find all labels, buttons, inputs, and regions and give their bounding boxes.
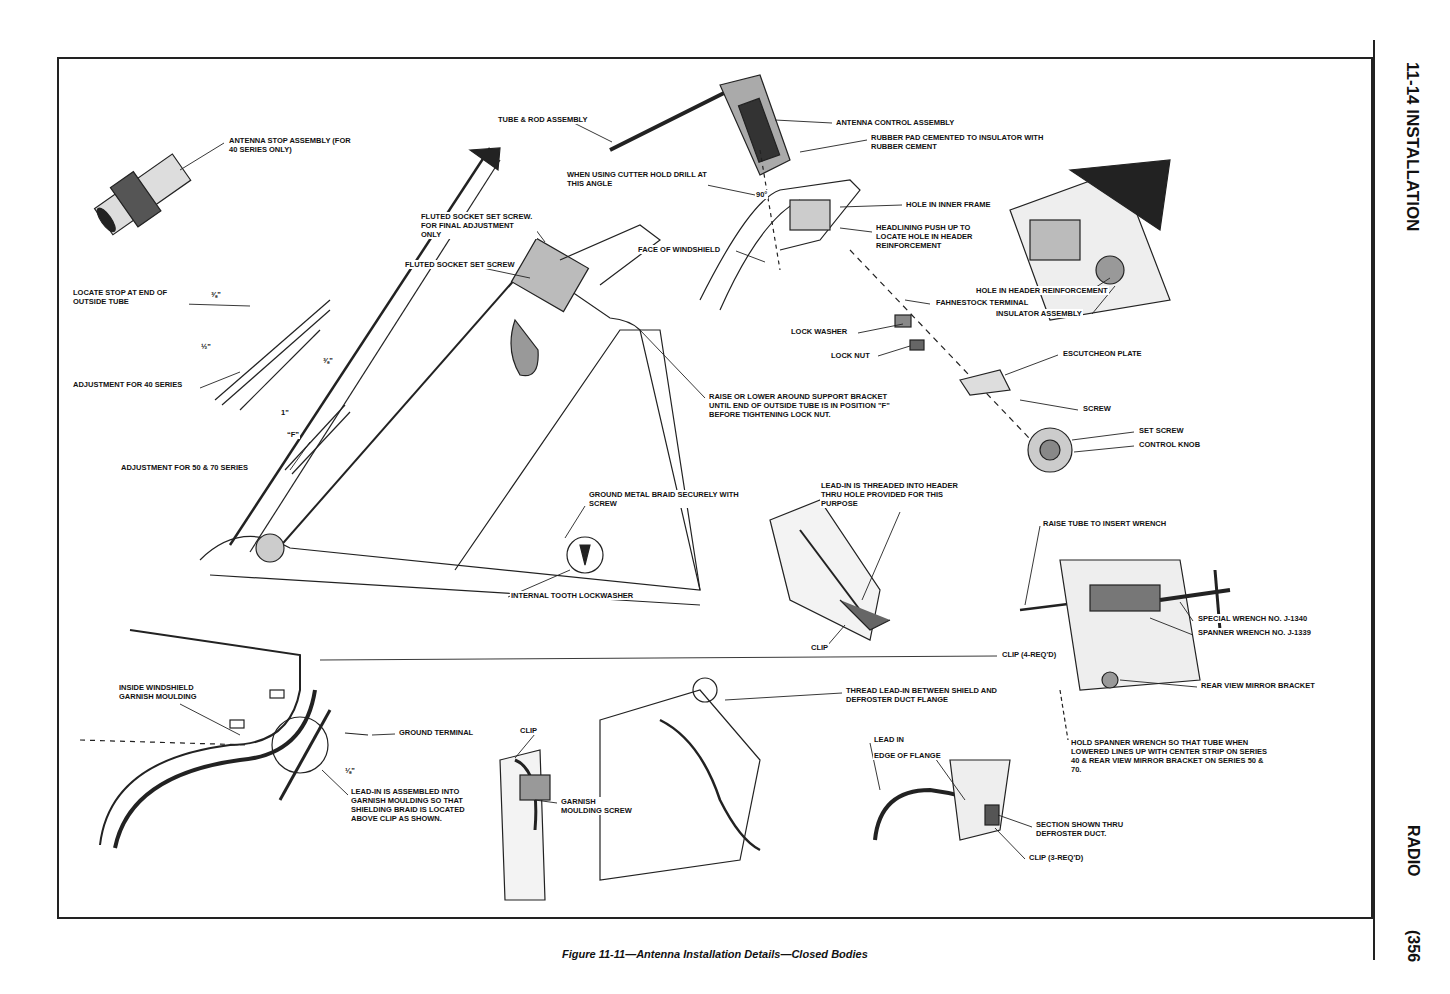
callout-label: SPANNER WRENCH NO. J-1339 [1197, 628, 1312, 637]
callout-label: ANTENNA STOP ASSEMBLY (FOR 40 SERIES ONL… [228, 136, 360, 154]
callout-label: GARNISH MOULDING SCREW [560, 797, 634, 815]
callout-label: CONTROL KNOB [1138, 440, 1201, 449]
callout-label: CLIP [810, 643, 829, 652]
callout-label: FLUTED SOCKET SET SCREW. FOR FINAL ADJUS… [420, 212, 537, 239]
callout-label: INTERNAL TOOTH LOCKWASHER [510, 591, 634, 600]
callout-label: 1" [280, 408, 290, 417]
callout-label: SET SCREW [1138, 426, 1185, 435]
callout-label: REAR VIEW MIRROR BRACKET [1200, 681, 1316, 690]
callout-label: RAISE OR LOWER AROUND SUPPORT BRACKET UN… [708, 392, 895, 419]
callout-label: HOLE IN INNER FRAME [905, 200, 992, 209]
callout-label: ADJUSTMENT FOR 40 SERIES [72, 380, 183, 389]
callout-label: THREAD LEAD-IN BETWEEN SHIELD AND DEFROS… [845, 686, 1012, 704]
callout-label: FLUTED SOCKET SET SCREW [404, 260, 516, 269]
callout-label: ⅜" [210, 290, 222, 299]
callout-label: ½" [200, 342, 212, 351]
callout-label: GROUND METAL BRAID SECURELY WITH SCREW [588, 490, 740, 508]
callout-label: CLIP [519, 726, 538, 735]
page-header: RADIO [1404, 825, 1422, 877]
callout-label: ADJUSTMENT FOR 50 & 70 SERIES [120, 463, 249, 472]
page-header: 11-14 INSTALLATION [1402, 62, 1422, 231]
frame [58, 58, 1372, 918]
callout-label: “F” [286, 430, 300, 439]
callout-label: EDGE OF FLANGE [873, 751, 942, 760]
callout-label: RUBBER PAD CEMENTED TO INSULATOR WITH RU… [870, 133, 1057, 151]
callout-label: CLIP (3-REQ'D) [1028, 853, 1084, 862]
callout-label: RAISE TUBE TO INSERT WRENCH [1042, 519, 1167, 528]
leader-lines [180, 120, 1197, 859]
callout-label: INSIDE WINDSHIELD GARNISH MOULDING [118, 683, 220, 701]
callout-label: FACE OF WINDSHIELD [637, 245, 721, 254]
figure-caption: Figure 11-11—Antenna Installation Detail… [562, 948, 868, 960]
callout-label: ANTENNA CONTROL ASSEMBLY [835, 118, 955, 127]
callout-label: LEAD-IN IS THREADED INTO HEADER THRU HOL… [820, 481, 962, 508]
callout-label: FAHNESTOCK TERMINAL [935, 298, 1029, 307]
callout-label: WHEN USING CUTTER HOLD DRILL AT THIS ANG… [566, 170, 708, 188]
stop-assembly [88, 147, 195, 242]
callout-label: HOLD SPANNER WRENCH SO THAT TUBE WHEN LO… [1070, 738, 1272, 774]
callout-label: ⅛" [344, 766, 356, 775]
callout-label: GROUND TERMINAL [398, 728, 474, 737]
callout-label: HOLE IN HEADER REINFORCEMENT [975, 286, 1109, 295]
callout-label: CLIP (4-REQ'D) [1001, 650, 1057, 659]
page-header: (356 [1404, 930, 1422, 962]
callout-label: LOCATE STOP AT END OF OUTSIDE TUBE [72, 288, 189, 306]
callout-label: 90° [755, 190, 768, 199]
callout-label: SPECIAL WRENCH NO. J-1340 [1197, 614, 1308, 623]
callout-label: ⅜" [322, 356, 334, 365]
callout-label: SECTION SHOWN THRU DEFROSTER DUCT. [1035, 820, 1147, 838]
callout-label: LEAD-IN IS ASSEMBLED INTO GARNISH MOULDI… [350, 787, 472, 823]
callout-label: LOCK WASHER [790, 327, 848, 336]
callout-label: LOCK NUT [830, 351, 871, 360]
callout-label: LEAD IN [873, 735, 905, 744]
callout-label: SCREW [1082, 404, 1112, 413]
callout-label: TUBE & ROD ASSEMBLY [497, 115, 588, 124]
callout-label: INSULATOR ASSEMBLY [995, 309, 1083, 318]
callout-label: ESCUTCHEON PLATE [1062, 349, 1143, 358]
callout-label: HEADLINING PUSH UP TO LOCATE HOLE IN HEA… [875, 223, 1002, 250]
